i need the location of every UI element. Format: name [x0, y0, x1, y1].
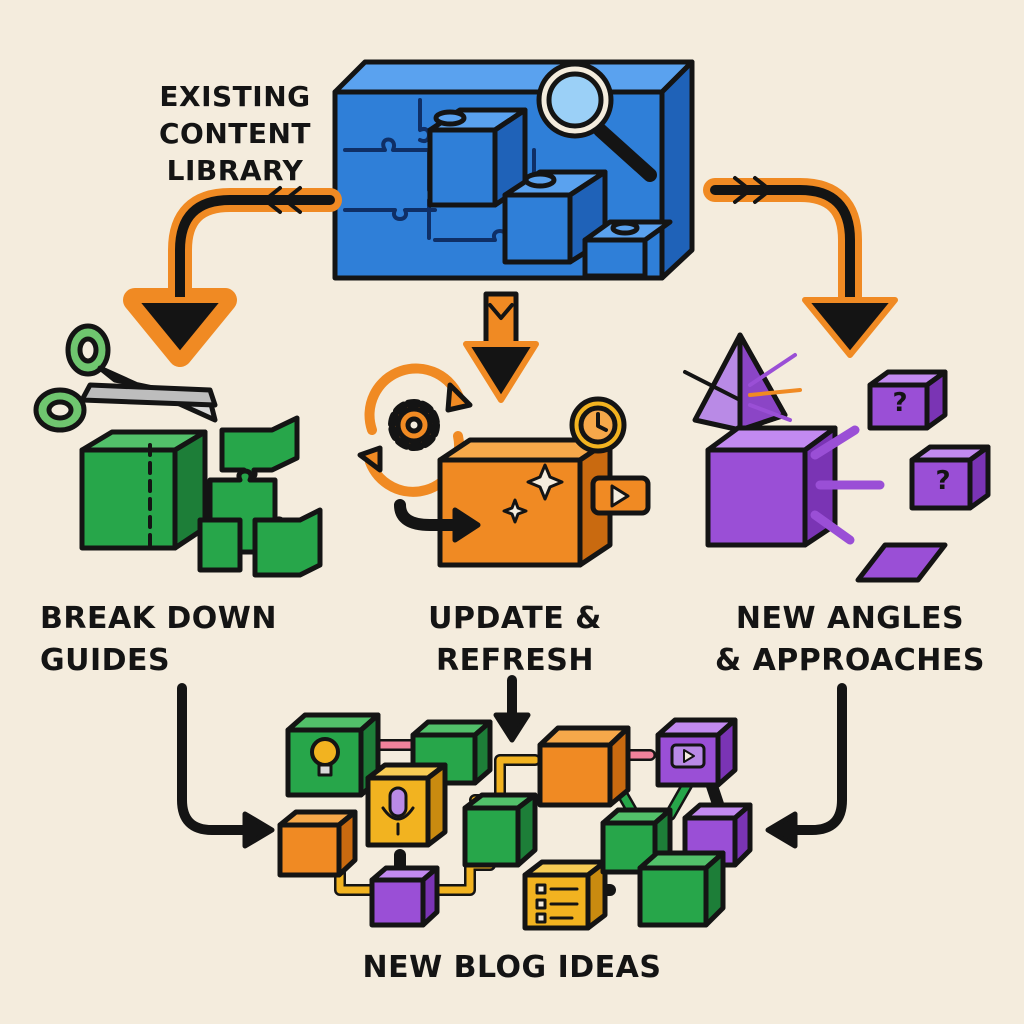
purple-arrows [810, 425, 885, 545]
lego-blocks [427, 107, 673, 279]
question-cube-mid [909, 444, 991, 511]
new-blog-ideas-label: NEW BLOG IDEAS [362, 950, 662, 985]
orange-cube-left [277, 809, 358, 878]
orange-box [437, 437, 613, 568]
purple-cube-left [369, 865, 440, 928]
content-library-label: EXISTING CONTENT LIBRARY [158, 80, 312, 187]
microphone-icon [381, 786, 415, 836]
green-cube [79, 429, 208, 551]
question-icon: ? [892, 388, 908, 418]
new-angles-illustration [683, 332, 991, 583]
break-down-label: BREAK DOWN GUIDES [40, 601, 277, 678]
play-cube [655, 717, 738, 788]
scissors-icon [33, 323, 218, 433]
green-cube-b [462, 792, 538, 868]
question-cube-top [867, 369, 948, 431]
flat-purple-block [855, 542, 948, 583]
checklist-cube [522, 859, 608, 931]
content-library-box [332, 59, 695, 281]
sparkle-icon [502, 463, 564, 524]
gear-icon [388, 399, 440, 451]
question-icon: ? [935, 466, 951, 496]
arrow-to-angles [703, 176, 898, 358]
lightbulb-icon [310, 737, 340, 777]
break-down-illustration [33, 323, 323, 578]
idea-network [277, 712, 753, 931]
green-puzzle-pieces [197, 415, 323, 578]
arrow-right-down [765, 683, 847, 849]
microphone-cube [365, 762, 448, 848]
update-refresh-illustration [357, 363, 651, 568]
prism-icon [683, 332, 788, 433]
arrow-center-down [493, 675, 531, 743]
green-cube-d [637, 850, 726, 928]
arrow-left-down [177, 683, 275, 849]
light-rays [748, 353, 802, 422]
new-angles-label: NEW ANGLES & APPROACHES [714, 601, 986, 678]
orange-cube-center [537, 725, 631, 808]
arrow-to-break-down [123, 186, 342, 367]
lightbulb-cube [285, 712, 381, 798]
black-arrow-icon [394, 499, 481, 543]
magnifier-icon [536, 61, 657, 182]
checklist-icon [535, 883, 579, 924]
arrow-to-update [463, 291, 539, 403]
update-refresh-label: UPDATE & REFRESH [428, 601, 602, 678]
clock-icon [569, 396, 627, 454]
play-icon [590, 475, 651, 516]
